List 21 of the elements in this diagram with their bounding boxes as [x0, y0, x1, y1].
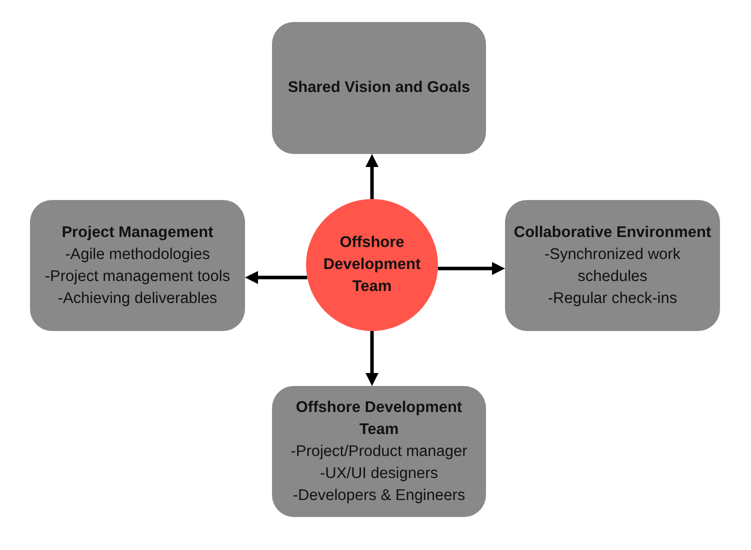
heading: Shared Vision and Goals	[288, 78, 470, 98]
list-item: -Project/Product manager	[290, 442, 468, 462]
arrow	[245, 271, 308, 284]
center-label: Offshore Development Team	[322, 233, 422, 297]
list-item: -UX/UI designers	[320, 464, 438, 484]
list-item: -Project management tools	[44, 266, 230, 286]
arrow	[366, 154, 378, 199]
arrow	[438, 262, 505, 275]
arrow	[366, 331, 378, 386]
heading: Offshore Development Team	[294, 398, 464, 440]
list-item: -Developers & Engineers	[292, 486, 466, 506]
rounded-box	[272, 22, 486, 154]
rounded-box	[505, 200, 720, 331]
list-item: -Achieving deliverables	[58, 288, 218, 308]
heading: Project Management	[62, 222, 214, 242]
heading: Collaborative Environment	[514, 222, 712, 242]
list-item: -Synchronized work schedules	[543, 244, 682, 286]
list-item: -Regular check-ins	[548, 288, 678, 308]
rounded-box	[272, 386, 486, 517]
list-item: -Agile methodologies	[65, 244, 210, 264]
rounded-box	[30, 200, 245, 331]
